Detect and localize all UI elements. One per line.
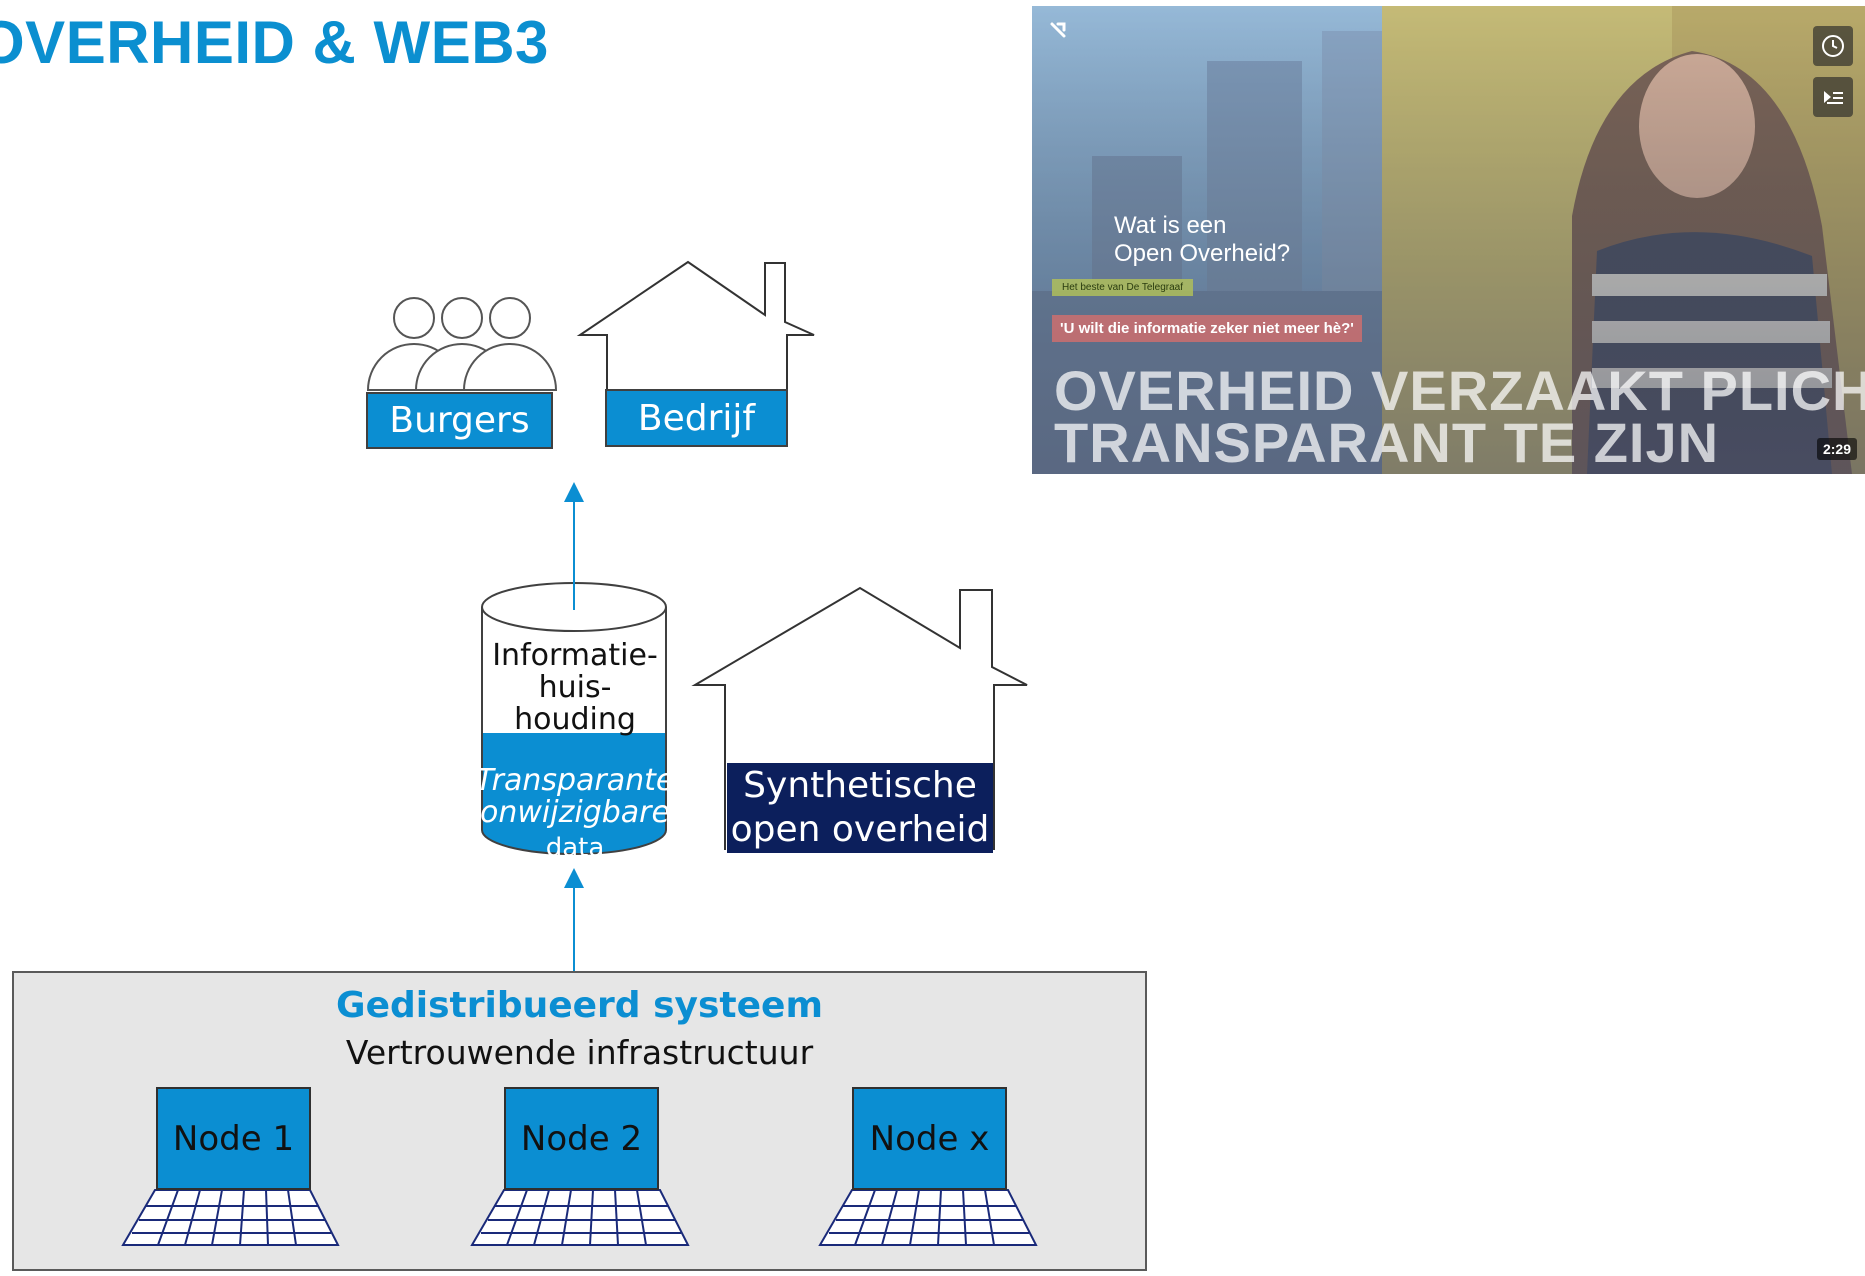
node-x-screen: Node x [852,1087,1007,1190]
government-label-line1: Synthetische [743,765,977,806]
watch-later-button[interactable] [1813,26,1853,66]
video-headline-line1: OVERHEID VERZAAKT PLICHT [1054,359,1865,422]
system-title: Gedistribueerd systeem [336,985,823,1026]
page-title: OVERHEID & WEB3 [0,9,549,76]
video-thumbnail[interactable]: Wat is een Open Overheid? Het beste van … [1032,6,1865,474]
system-subtitle: Vertrouwende infrastructuur [345,1033,814,1072]
clock-icon [1822,35,1844,57]
video-tag: Het beste van De Telegraaf [1052,279,1194,296]
company-label: Bedrijf [605,389,788,447]
citizens-label: Burgers [366,392,553,449]
government-label-line2: open overheid [730,809,990,850]
mute-icon[interactable] [1046,18,1076,48]
database-label-line3: houding [514,702,636,737]
database-plain-line: data [545,833,605,863]
database-label-line1: Informatie- [492,638,658,673]
database-italic-line2: onwijzigbare [480,795,670,830]
database-label-line2: huis- [538,670,612,705]
government-label: Synthetische open overheid [727,763,993,853]
video-duration: 2:29 [1816,438,1857,460]
video-question-line1: Wat is een [1114,212,1227,239]
node-2-screen: Node 2 [504,1087,659,1190]
people-icon [366,297,558,391]
video-question: Wat is een Open Overheid? [1114,212,1290,268]
node-1-screen: Node 1 [156,1087,311,1190]
video-headline-line2: TRANSPARANT TE ZIJN [1054,411,1720,474]
database-italic-line1: Transparante [475,763,675,798]
laptop-keyboard-icon [470,1189,690,1246]
company-house-icon [576,260,815,390]
video-question-line2: Open Overheid? [1114,240,1291,267]
video-quote: 'U wilt die informatie zeker niet meer h… [1052,315,1362,342]
video-background [1032,6,1865,474]
queue-icon [1824,91,1843,104]
laptop-keyboard-icon [121,1189,340,1246]
add-to-queue-button[interactable] [1813,77,1853,117]
laptop-keyboard-icon [818,1189,1038,1246]
